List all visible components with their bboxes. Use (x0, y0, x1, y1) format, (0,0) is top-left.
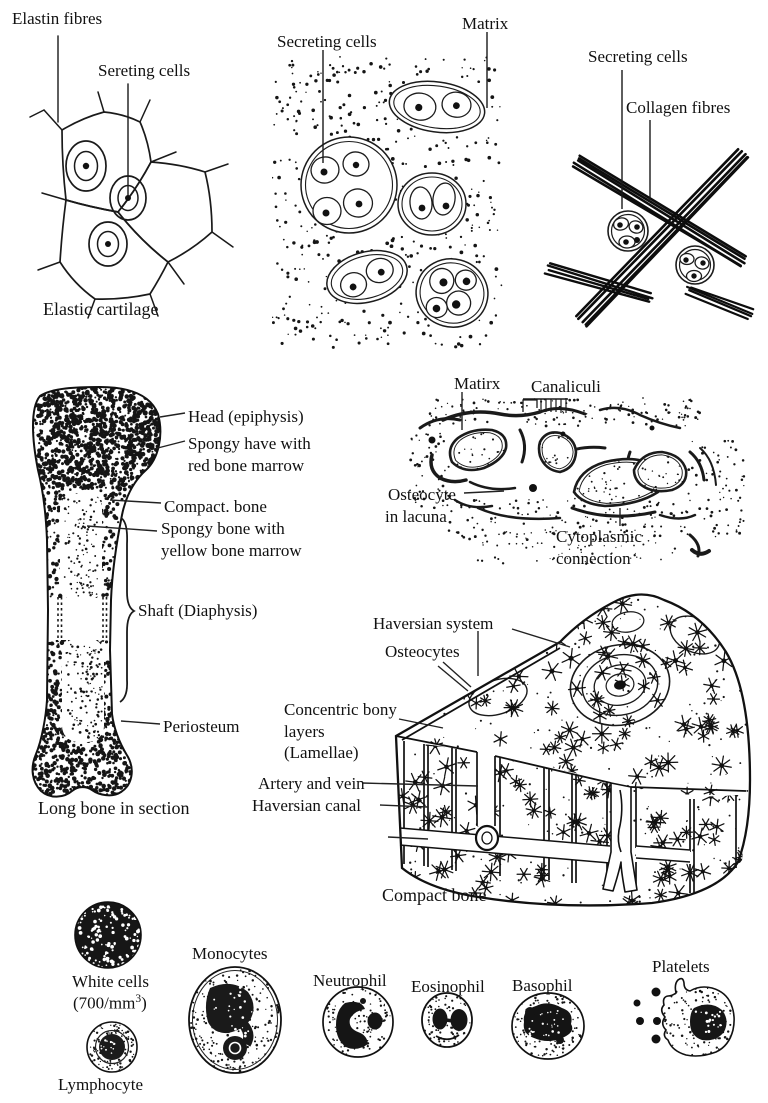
compact-bone-label: Compact. bone (164, 497, 267, 516)
concentric-label-2: layers (284, 722, 325, 741)
eosinophil-cell (421, 992, 473, 1048)
neutrophil-cell (322, 986, 394, 1058)
white-fibrous-tissue-drawing (543, 70, 755, 328)
spongy-red-label-1: Spongy have with (188, 434, 311, 453)
platelets-cell (633, 977, 735, 1057)
haversian-canal-label: Haversian canal (252, 796, 362, 815)
yellow-marrow-cavity (60, 494, 102, 600)
concentric-label-3: (Lamellae) (284, 743, 359, 762)
haversian-canal-1 (474, 752, 500, 852)
osteocyte-cells (448, 428, 688, 508)
long-bone-leader-lines (86, 412, 186, 725)
osteocyte-label-1: Osteocyte (388, 485, 456, 504)
shaft-brace (119, 517, 136, 703)
elastic-cartilage-drawing (29, 35, 234, 319)
volkmann-band-left (400, 828, 610, 863)
osteocyte-label-2: in lacuna (385, 507, 447, 526)
spongy-red-label-2: red bone marrow (188, 456, 305, 475)
elastic-cartilage-caption: Elastic cartilage (43, 299, 159, 319)
long-bone-drawing (31, 386, 186, 798)
cell-group-3 (397, 172, 467, 236)
marrow-stipple (63, 497, 104, 739)
count-prefix: (700/mm (73, 993, 136, 1013)
basophil-cell (511, 992, 585, 1060)
head-epiphysis-label: Head (epiphysis) (188, 407, 304, 426)
haversian-system-label: Haversian system (373, 614, 494, 633)
fibrocyte-cluster-1 (607, 210, 649, 252)
sereting-cells-label: Sereting cells (98, 61, 191, 80)
long-bone-caption: Long bone in section (38, 798, 190, 818)
white-cell (74, 901, 142, 969)
cell-group-1 (388, 80, 486, 134)
cytoplasmic-label-2: connection (556, 549, 631, 568)
white-cells-count-label: (700/mm3) (73, 992, 147, 1014)
blood-cells-drawing (74, 901, 735, 1074)
lamellae-column-lines (403, 741, 737, 893)
spongy-yellow-label-2: yellow bone marrow (161, 541, 302, 560)
hyaline-cartilage-drawing (272, 32, 503, 349)
count-suffix: ) (141, 993, 147, 1013)
cytoplasmic-label-1: Cytoplasmic (556, 527, 642, 546)
cell-group-4 (326, 249, 408, 305)
lymphocyte-label: Lymphocyte (58, 1075, 143, 1094)
elastin-fibre-strands (29, 91, 234, 319)
collagen-fibres-label: Collagen fibres (626, 98, 731, 117)
basophil-label: Basophil (512, 976, 573, 995)
volkmann-band-right (636, 846, 690, 862)
platelets-label: Platelets (652, 957, 710, 976)
compact-bone-leader-lines (361, 628, 571, 840)
compact-bone-caption: Compact bone (382, 885, 487, 905)
cell-group-5 (415, 258, 489, 328)
matrix-label: Matrix (462, 14, 509, 33)
chondrocyte-nuclei (65, 140, 147, 267)
lower-marrow-cavity (62, 638, 104, 742)
osteocyte-leader-lines (461, 392, 621, 526)
shaft-break-band (47, 598, 111, 640)
white-cells-label: White cells (72, 972, 149, 991)
count-superscript: 3 (135, 992, 142, 1005)
elastin-fibres-label: Elastin fibres (12, 9, 103, 28)
concentric-label-1: Concentric bony (284, 700, 397, 719)
hyaline-secreting-cells-label: Secreting cells (277, 32, 377, 51)
cell-group-2 (300, 136, 398, 234)
eosinophil-label: Eosinophil (411, 977, 485, 996)
monocyte-cell (188, 966, 282, 1074)
periosteum-label: Periosteum (163, 717, 240, 736)
platelet-granules (633, 987, 661, 1044)
artery-vein-label: Artery and vein (258, 774, 365, 793)
fibrocyte-cluster-2 (675, 245, 715, 285)
shaft-diaphysis-label: Shaft (Diaphysis) (138, 601, 258, 620)
osteocytes-label: Osteocytes (385, 642, 460, 661)
collagen-fibre-bundles (543, 148, 755, 328)
lymphocyte-cell (86, 1021, 138, 1073)
canaliculi-comb (522, 398, 568, 413)
compact-bone-drawing (361, 593, 752, 907)
spongy-yellow-label-1: Spongy bone with (161, 519, 285, 538)
matirx-label: Matirx (454, 374, 501, 393)
canaliculi-label: Canaliculi (531, 377, 601, 396)
monocytes-label: Monocytes (192, 944, 268, 963)
haversian-canal-2 (602, 782, 638, 893)
neutrophil-label: Neutrophil (313, 971, 387, 990)
osteocyte-lacunae-drawing (409, 392, 746, 565)
fibrous-secreting-cells-label: Secreting cells (588, 47, 688, 66)
artery-squiggle (617, 789, 623, 853)
